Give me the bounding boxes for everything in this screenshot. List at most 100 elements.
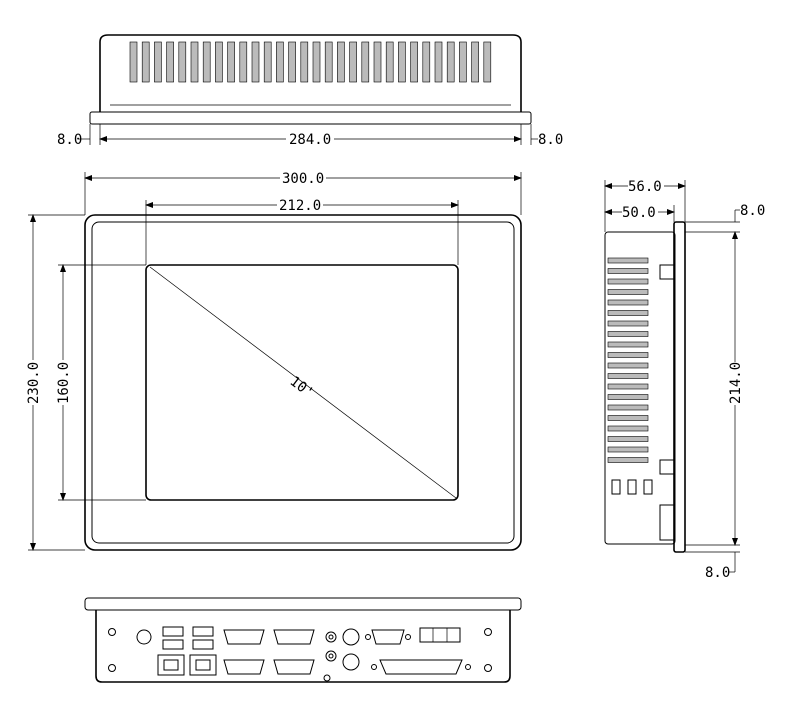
- fin: [166, 41, 174, 83]
- fin: [607, 457, 649, 463]
- fin: [349, 41, 357, 83]
- dim-screen-height: 160.0: [56, 362, 72, 404]
- fin: [422, 41, 431, 83]
- lan-port-icon: [189, 654, 217, 676]
- dim-screen-width: 212.0: [279, 198, 321, 214]
- fin: [607, 446, 649, 453]
- front-screen: [145, 264, 459, 501]
- fin: [483, 41, 492, 83]
- fin: [276, 41, 284, 83]
- fin: [434, 41, 443, 83]
- fin: [361, 41, 370, 83]
- side-clip-bottom: [659, 459, 675, 475]
- screw: [108, 664, 116, 672]
- audio-jack-icon: [325, 650, 337, 662]
- fin: [607, 268, 649, 274]
- fin: [263, 41, 272, 83]
- dim-body-depth: 50.0: [622, 205, 656, 221]
- bottom-io-panel: [95, 610, 511, 683]
- side-bezel: [673, 221, 686, 553]
- bottom-view: [84, 597, 522, 683]
- fin: [239, 41, 248, 83]
- fin: [607, 383, 649, 390]
- audio-jack-inner: [328, 653, 334, 659]
- fin: [373, 41, 382, 83]
- lpt-screw: [371, 664, 377, 670]
- dim-total-depth: 56.0: [628, 179, 662, 195]
- fin: [141, 41, 150, 83]
- fin: [607, 436, 649, 442]
- fin: [410, 41, 418, 83]
- power-terminal-icon: [419, 627, 461, 643]
- side-connector: [611, 479, 621, 495]
- top-heatsink-fins: [129, 41, 492, 83]
- top-view: 8.0 284.0 8.0: [57, 34, 563, 148]
- fin: [312, 41, 321, 83]
- side-connector: [643, 479, 653, 495]
- fin: [154, 41, 162, 83]
- top-bezel-flange: [89, 111, 532, 125]
- fin: [607, 352, 649, 358]
- side-heatsink-fins: [607, 257, 649, 463]
- usb-port-icon: [162, 626, 184, 637]
- top-body-outline: [99, 34, 522, 112]
- fin: [337, 41, 345, 83]
- lan-port-inner: [195, 659, 211, 671]
- screen-diagonal: [149, 266, 457, 499]
- parallel-port-icon: [379, 659, 463, 675]
- dim-top-right-offset: 8.0: [538, 132, 563, 148]
- dim-overall-height: 230.0: [26, 362, 42, 404]
- vga-screw: [405, 634, 411, 640]
- screw: [108, 628, 116, 636]
- fin: [607, 415, 649, 421]
- fin: [398, 41, 406, 83]
- ps2-port-icon: [342, 653, 360, 671]
- fin: [607, 331, 649, 337]
- fin: [607, 341, 649, 348]
- fin: [607, 289, 649, 295]
- fin: [607, 404, 649, 411]
- fin: [607, 278, 649, 285]
- fin: [178, 41, 187, 83]
- fin: [288, 41, 296, 83]
- com-port-icon: [273, 629, 315, 645]
- fin: [385, 41, 394, 83]
- fin: [227, 41, 235, 83]
- dim-overall-width: 300.0: [282, 171, 324, 187]
- dim-side-height: 214.0: [728, 362, 744, 404]
- com-port-icon: [223, 629, 265, 645]
- side-clip-top: [659, 264, 675, 280]
- fin: [129, 41, 138, 83]
- fin: [446, 41, 455, 83]
- front-view: 10' 300.0 212.0 230.0 160.0: [26, 171, 522, 551]
- side-connector: [627, 479, 637, 495]
- vga-screw: [365, 634, 371, 640]
- front-bezel-inner: [91, 221, 515, 544]
- side-view: 56.0 50.0 8.0 214.0 8.0: [604, 179, 765, 581]
- usb-port-icon: [192, 639, 214, 650]
- side-bracket: [659, 504, 675, 541]
- fin: [251, 41, 260, 83]
- fin: [324, 41, 333, 83]
- dim-diagonal: 10': [287, 373, 317, 401]
- ps2-port-icon: [342, 628, 360, 646]
- lan-port-inner: [163, 659, 179, 671]
- fin: [215, 41, 223, 83]
- vga-port-icon: [371, 629, 405, 645]
- fin: [607, 394, 649, 400]
- lpt-screw: [465, 664, 471, 670]
- lan-port-icon: [157, 654, 185, 676]
- usb-port-icon: [162, 639, 184, 650]
- dim-top-left-offset: 8.0: [57, 132, 82, 148]
- fin: [607, 425, 649, 432]
- fin: [300, 41, 309, 83]
- screw: [323, 674, 331, 682]
- audio-jack-icon: [325, 631, 337, 643]
- audio-jack-inner: [328, 634, 334, 640]
- dim-side-top-offset: 8.0: [740, 203, 765, 219]
- side-body: [604, 231, 676, 545]
- screw: [484, 628, 492, 636]
- fin: [471, 41, 479, 83]
- fin: [607, 362, 649, 369]
